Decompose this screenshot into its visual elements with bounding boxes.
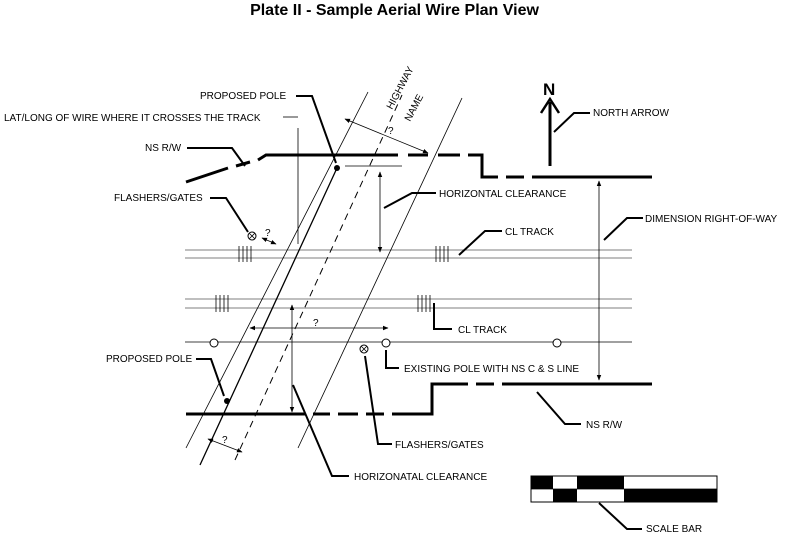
crossties	[215, 246, 449, 312]
highway-edges	[185, 91, 463, 461]
proposed-wire	[199, 167, 338, 466]
leader-lines	[187, 95, 643, 530]
label-existing-pole: EXISTING POLE WITH NS C & S LINE	[404, 364, 579, 375]
scale-bar	[530, 475, 718, 503]
label-north-arrow: NORTH ARROW	[593, 108, 669, 119]
right-of-way-bottom	[186, 382, 652, 416]
north-letter: N	[543, 80, 555, 99]
flashers-gates-symbol-top	[247, 231, 257, 241]
plate-title: Plate II - Sample Aerial Wire Plan View	[250, 2, 539, 19]
north-arrow	[539, 96, 561, 166]
unknown-mark-bottom: ?	[222, 435, 228, 446]
label-ns-rw-bottom: NS R/W	[586, 420, 623, 431]
label-ns-rw-top: NS R/W	[145, 143, 182, 154]
name-label: NAME	[403, 92, 426, 123]
label-flashers-gates-top: FLASHERS/GATES	[114, 193, 203, 204]
dimension-lines	[207, 118, 602, 453]
label-horizontal-clearance-bottom: HORIZONATAL CLEARANCE	[354, 472, 487, 483]
label-horizontal-clearance-top: HORIZONTAL CLEARANCE	[439, 189, 567, 200]
unknown-mark-flashers: ?	[265, 228, 271, 239]
existing-pole-left	[209, 338, 219, 348]
flashers-gates-symbol-bottom	[359, 344, 369, 354]
unknown-mark-road-width: ?	[388, 126, 394, 137]
unknown-mark-clearance: ?	[313, 318, 319, 329]
label-proposed-pole-bottom: PROPOSED POLE	[106, 354, 192, 365]
label-dimension-right-of-way: DIMENSION RIGHT-OF-WAY	[645, 214, 778, 225]
existing-pole-middle	[381, 338, 391, 348]
label-proposed-pole-top: PROPOSED POLE	[200, 91, 286, 102]
label-cl-track-bottom: CL TRACK	[458, 325, 507, 336]
label-scale-bar: SCALE BAR	[646, 524, 702, 534]
right-of-way-top	[185, 153, 652, 184]
existing-pole-right	[552, 338, 562, 348]
proposed-pole-bottom-dot	[224, 398, 230, 404]
label-cl-track-top: CL TRACK	[505, 227, 554, 238]
label-flashers-gates-bottom: FLASHERS/GATES	[395, 440, 484, 451]
proposed-pole-top-dot	[334, 165, 340, 171]
label-latlong: LAT/LONG OF WIRE WHERE IT CROSSES THE TR…	[4, 113, 261, 124]
